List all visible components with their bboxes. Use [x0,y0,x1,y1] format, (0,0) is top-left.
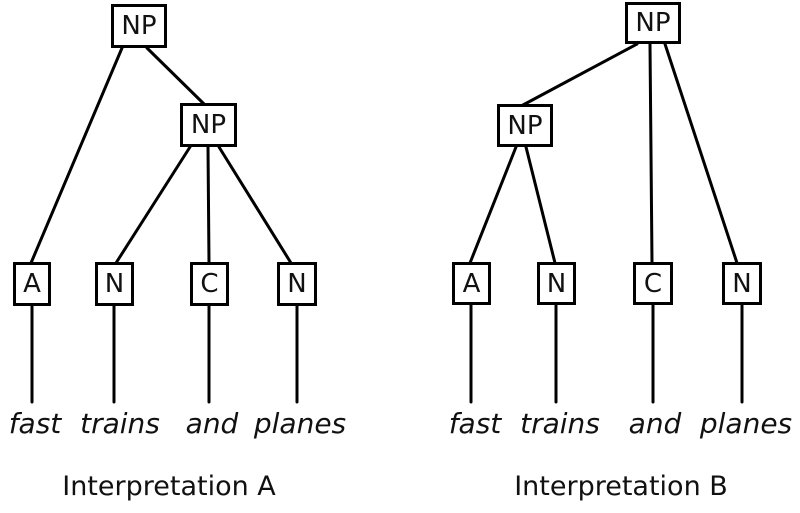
edge-a-innernp-to-n1 [114,145,192,265]
tree-a-inner-np-label: NP [190,110,227,140]
tree-a-caption: Interpretation A [62,471,276,502]
tree-b-caption: Interpretation B [514,471,728,502]
tree-b-leaf-c-label: C [643,268,663,299]
edge-a-innernp-to-c [206,145,211,265]
tree-b-inner-np-node: NP [497,104,553,147]
tree-a-leaf-a-node: A [13,262,51,306]
tree-a-word-planes: planes [253,407,347,440]
tree-a-leaf-n1-label: N [104,269,125,299]
tree-a-leaf-n1-node: N [95,262,134,306]
tree-a-word-and: and [185,407,239,440]
tree-a-leaf-c-label: C [200,269,219,299]
tree-b-word-planes: planes [699,407,793,440]
tree-b-word-fast: fast [448,407,502,440]
edge-a-innernp-to-n2 [217,145,293,265]
edge-a-root-to-a [29,46,124,265]
tree-b-leaf-n2-label: N [732,268,752,299]
edge-b-innernp-to-a [468,145,518,265]
tree-a-word-fast: fast [8,407,62,440]
edge-b-root-to-innernp [521,42,639,107]
tree-b-root-np-node: NP [625,2,681,44]
tree-a-word-trains: trains [80,407,160,440]
tree-b-leaf-n2-node: N [722,262,762,305]
edge-b-root-to-n2 [663,42,739,265]
edge-a-root-to-innernp [145,46,206,106]
tree-a-inner-np-node: NP [180,103,237,147]
tree-b-leaf-n1-node: N [537,262,576,305]
tree-b-root-np-label: NP [635,8,671,38]
edge-b-root-to-c [648,42,654,265]
tree-b-word-trains: trains [520,407,600,440]
tree-a-root-np-label: NP [121,11,157,41]
tree-a-leaf-n2-node: N [277,262,317,306]
tree-b-inner-np-label: NP [507,110,543,141]
tree-a-root-np-node: NP [111,4,167,48]
tree-a-leaf-n2-label: N [287,269,307,299]
tree-a-leaf-c-node: C [190,262,229,306]
tree-b-leaf-c-node: C [633,262,673,305]
tree-b-word-and: and [628,407,682,440]
tree-a-leaf-a-label: A [23,269,41,299]
tree-b-leaf-a-label: A [462,268,481,299]
tree-b-leaf-a-node: A [452,262,491,305]
edge-b-innernp-to-n1 [524,145,557,265]
tree-b-leaf-n1-label: N [546,268,567,299]
